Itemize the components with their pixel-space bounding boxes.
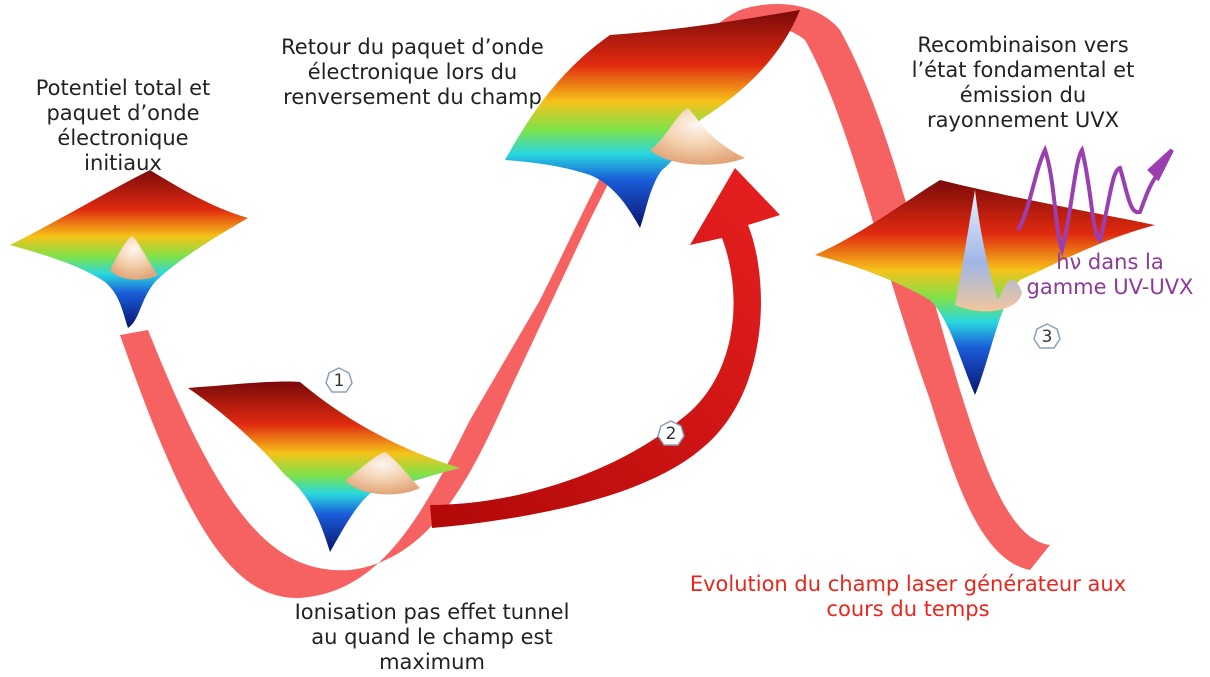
initial-potential-surface [10,170,248,328]
return-surface [505,10,800,228]
step-marker-1: 1 [325,367,353,395]
field-ribbon [120,4,1050,599]
ionisation-surface [188,381,460,552]
step-marker-3: 3 [1033,323,1061,351]
return-arrow [430,168,780,528]
recombination-surface [815,180,1155,395]
step-marker-2: 2 [657,420,685,448]
photon-wave [1016,144,1174,257]
